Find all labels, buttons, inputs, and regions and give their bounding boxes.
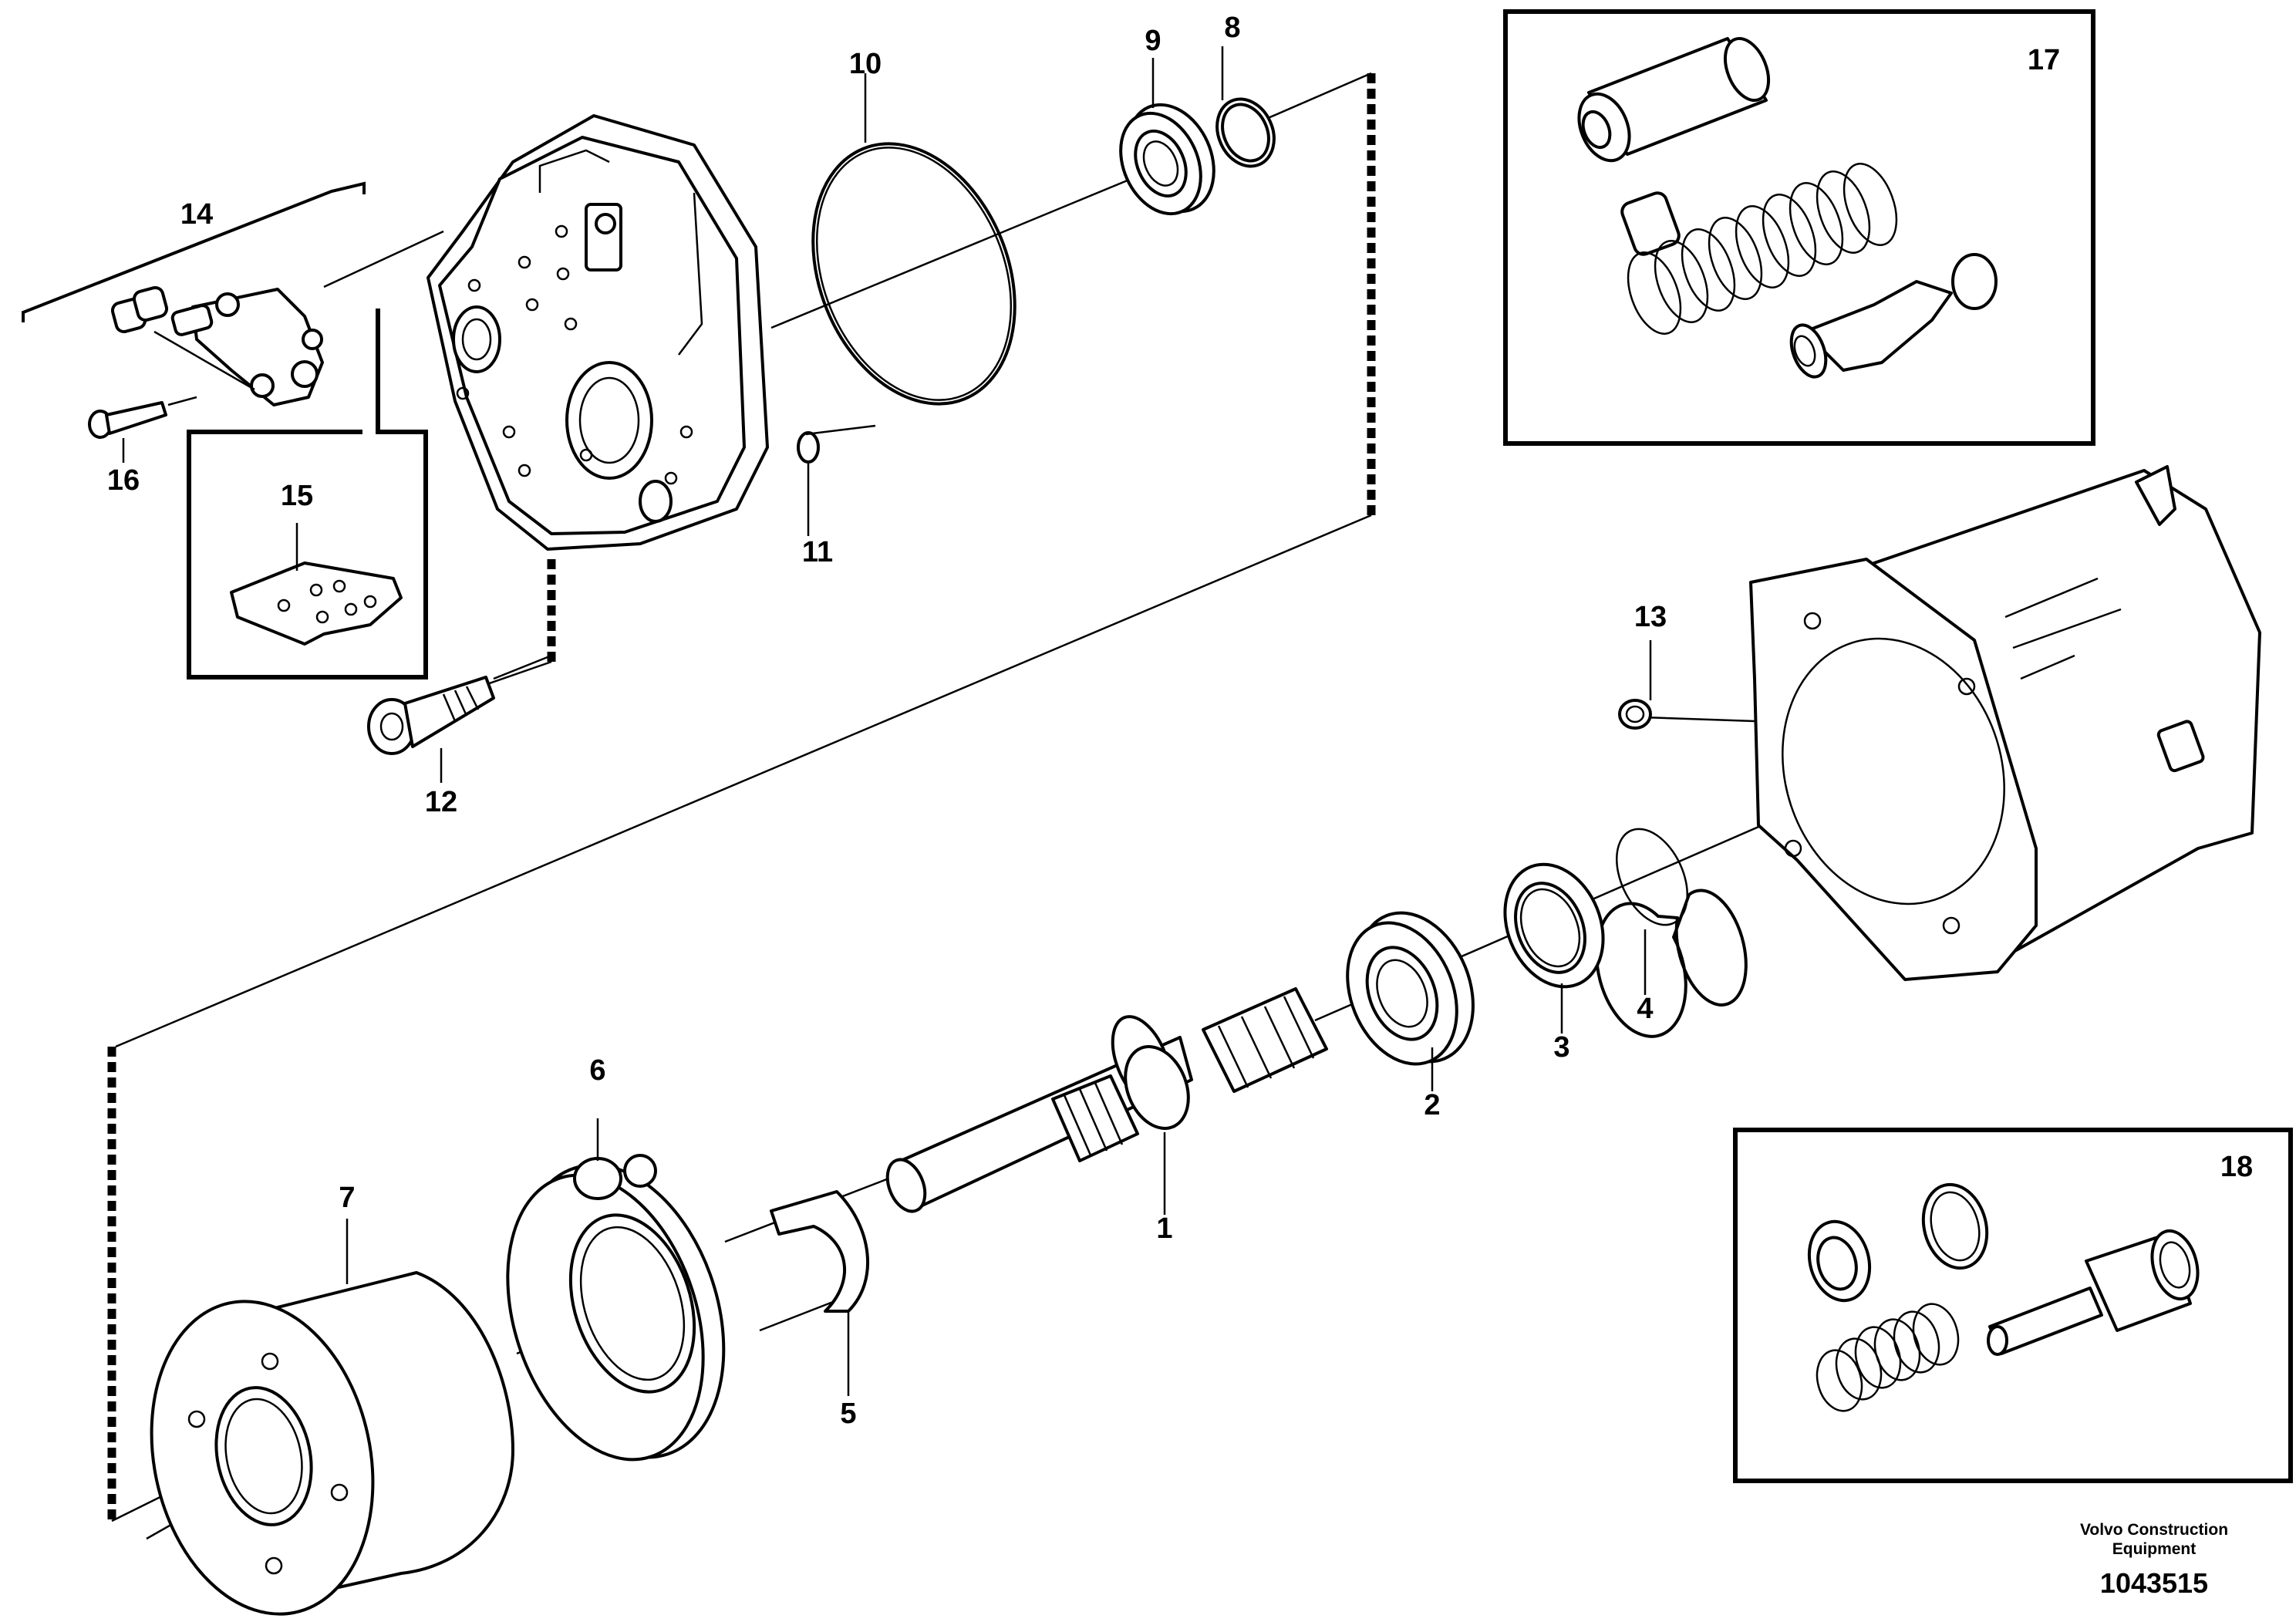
valve-plate-end-cover [426,114,769,551]
callout-14: 14 [180,198,213,231]
callout-6: 6 [589,1054,605,1087]
part-9-bearing [1119,103,1215,216]
callout-16: 16 [107,464,140,497]
pump-housing [1749,465,2261,981]
kit-box-17 [1503,9,2095,446]
callout-3: 3 [1553,1031,1569,1064]
part-8-ring [1215,97,1276,168]
callout-17: 17 [2028,44,2060,76]
callout-numbers: 1 2 3 4 5 6 7 8 9 10 11 12 13 14 15 16 1… [107,12,2253,1430]
callout-leaders [22,46,1652,1396]
part-11-small-o-ring [797,431,820,464]
part-1-drive-shaft [885,987,1328,1213]
callout-12: 12 [425,786,457,818]
callout-13: 13 [1634,601,1667,633]
callout-10: 10 [849,48,882,80]
part-10-o-ring [811,142,1017,406]
spring-18 [1816,1303,1960,1412]
callout-9: 9 [1145,25,1161,57]
callout-1: 1 [1156,1212,1172,1245]
part-3-seal-ring [1503,862,1605,989]
spring-17 [1627,163,1898,335]
company-name-line1: Volvo Construction [2080,1521,2228,1539]
part-15-plate [230,561,403,646]
part-13-plug [1618,699,1652,730]
part-14-control-valve [110,285,324,406]
kit-18-parts [1807,1182,2200,1412]
part-12-bolt [367,654,552,755]
part-2-bearing [1346,911,1475,1066]
callout-4: 4 [1637,993,1653,1025]
document-number: 1043515 [2100,1567,2208,1599]
callout-7: 7 [339,1182,355,1214]
part-16-small-screw [88,396,197,439]
callout-5: 5 [840,1398,856,1430]
callout-2: 2 [1424,1089,1440,1121]
part-6-swash-plate [506,1154,726,1462]
kit-17-parts [1577,36,1998,379]
callout-18: 18 [2220,1151,2253,1183]
callout-11: 11 [802,536,833,568]
kit-box-15 [187,309,428,679]
company-name-line2: Equipment [2112,1540,2197,1558]
part-4-circlip [1595,828,1748,1038]
part-5-spacer [770,1190,870,1313]
part-7-cylinder-block [150,1271,514,1616]
footer: Volvo Construction Equipment 1043515 [2080,1521,2228,1599]
callout-15: 15 [281,480,313,512]
callout-8: 8 [1224,12,1240,44]
kit-box-18 [1733,1128,2293,1483]
